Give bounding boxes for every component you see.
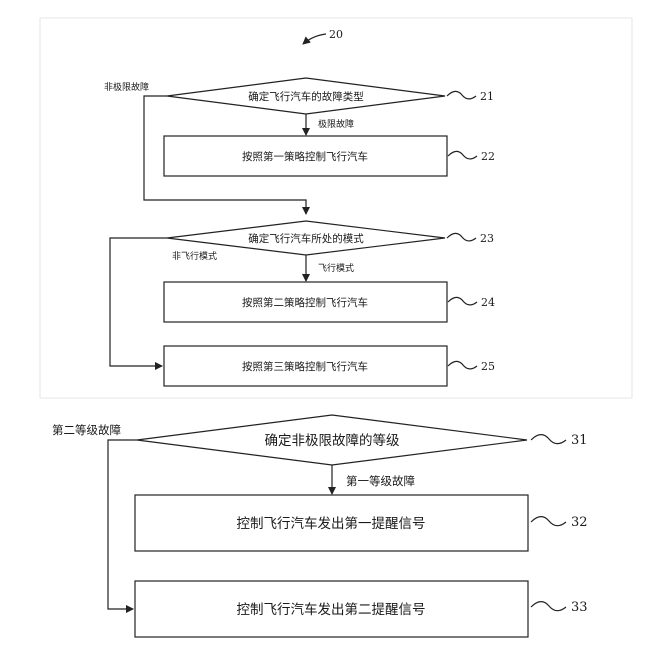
edge-second-level-label: 第二等级故障 xyxy=(52,423,121,437)
ref-33-label: 33 xyxy=(571,600,588,615)
process-second-alert xyxy=(134,580,529,638)
process-third-strategy-label: 按照第三策略控制飞行汽车 xyxy=(242,360,368,373)
process-first-alert-label: 控制飞行汽车发出第一提醒信号 xyxy=(237,515,426,532)
figure1: 20 确定飞行汽车的故障类型 极限故障 按照第一策略控制飞行汽车 非极限故障 确… xyxy=(104,28,495,387)
ref-31-label: 31 xyxy=(571,433,588,448)
ref-32-label: 32 xyxy=(571,515,588,530)
decision-flight-mode xyxy=(166,220,446,256)
process-second-strategy-label: 按照第二策略控制飞行汽车 xyxy=(242,296,368,309)
edge-non-flight-mode xyxy=(109,237,167,370)
ref-20-arrow xyxy=(302,33,327,45)
ref-23-wave xyxy=(446,232,477,242)
process-third-strategy xyxy=(163,345,448,387)
process-first-strategy-label: 按照第一策略控制飞行汽车 xyxy=(242,150,368,163)
ref-31-wave xyxy=(530,434,567,445)
edge-second-level xyxy=(107,439,137,613)
decision-flight-mode-label: 确定飞行汽车所处的模式 xyxy=(248,232,364,245)
ref-25-label: 25 xyxy=(481,360,495,373)
edge-non-flight-mode-label: 非飞行模式 xyxy=(172,250,217,262)
decision-fault-type-label: 确定飞行汽车的故障类型 xyxy=(248,90,364,103)
process-first-strategy xyxy=(163,135,448,177)
process-second-alert-label: 控制飞行汽车发出第二提醒信号 xyxy=(237,601,426,618)
ref-22-wave xyxy=(447,150,478,160)
ref-32-wave xyxy=(530,516,567,527)
ref-21-wave xyxy=(446,90,477,100)
figure2: 确定非极限故障的等级 第一等级故障 控制飞行汽车发出第一提醒信号 第二等级故障 … xyxy=(52,414,588,638)
ref-24-wave xyxy=(447,296,478,306)
edge-non-limit-fault-label: 非极限故障 xyxy=(104,81,149,93)
edge-flight-mode-label: 飞行模式 xyxy=(318,262,354,274)
ref-22-label: 22 xyxy=(481,150,495,163)
decision-fault-level xyxy=(136,414,528,466)
edge-limit-fault-label: 极限故障 xyxy=(318,118,354,130)
process-second-strategy xyxy=(163,281,448,323)
decision-fault-type xyxy=(166,77,446,115)
edge-non-limit-fault xyxy=(143,95,310,215)
ref-33-wave xyxy=(530,601,567,612)
process-first-alert xyxy=(134,494,529,552)
ref-20-label: 20 xyxy=(329,28,343,41)
ref-23-label: 23 xyxy=(480,232,494,245)
ref-24-label: 24 xyxy=(481,296,495,309)
ref-21-label: 21 xyxy=(480,90,494,103)
figure1-frame xyxy=(39,17,633,399)
ref-25-wave xyxy=(447,360,478,370)
edge-first-level-label: 第一等级故障 xyxy=(346,474,415,488)
decision-fault-level-label: 确定非极限故障的等级 xyxy=(265,432,400,449)
